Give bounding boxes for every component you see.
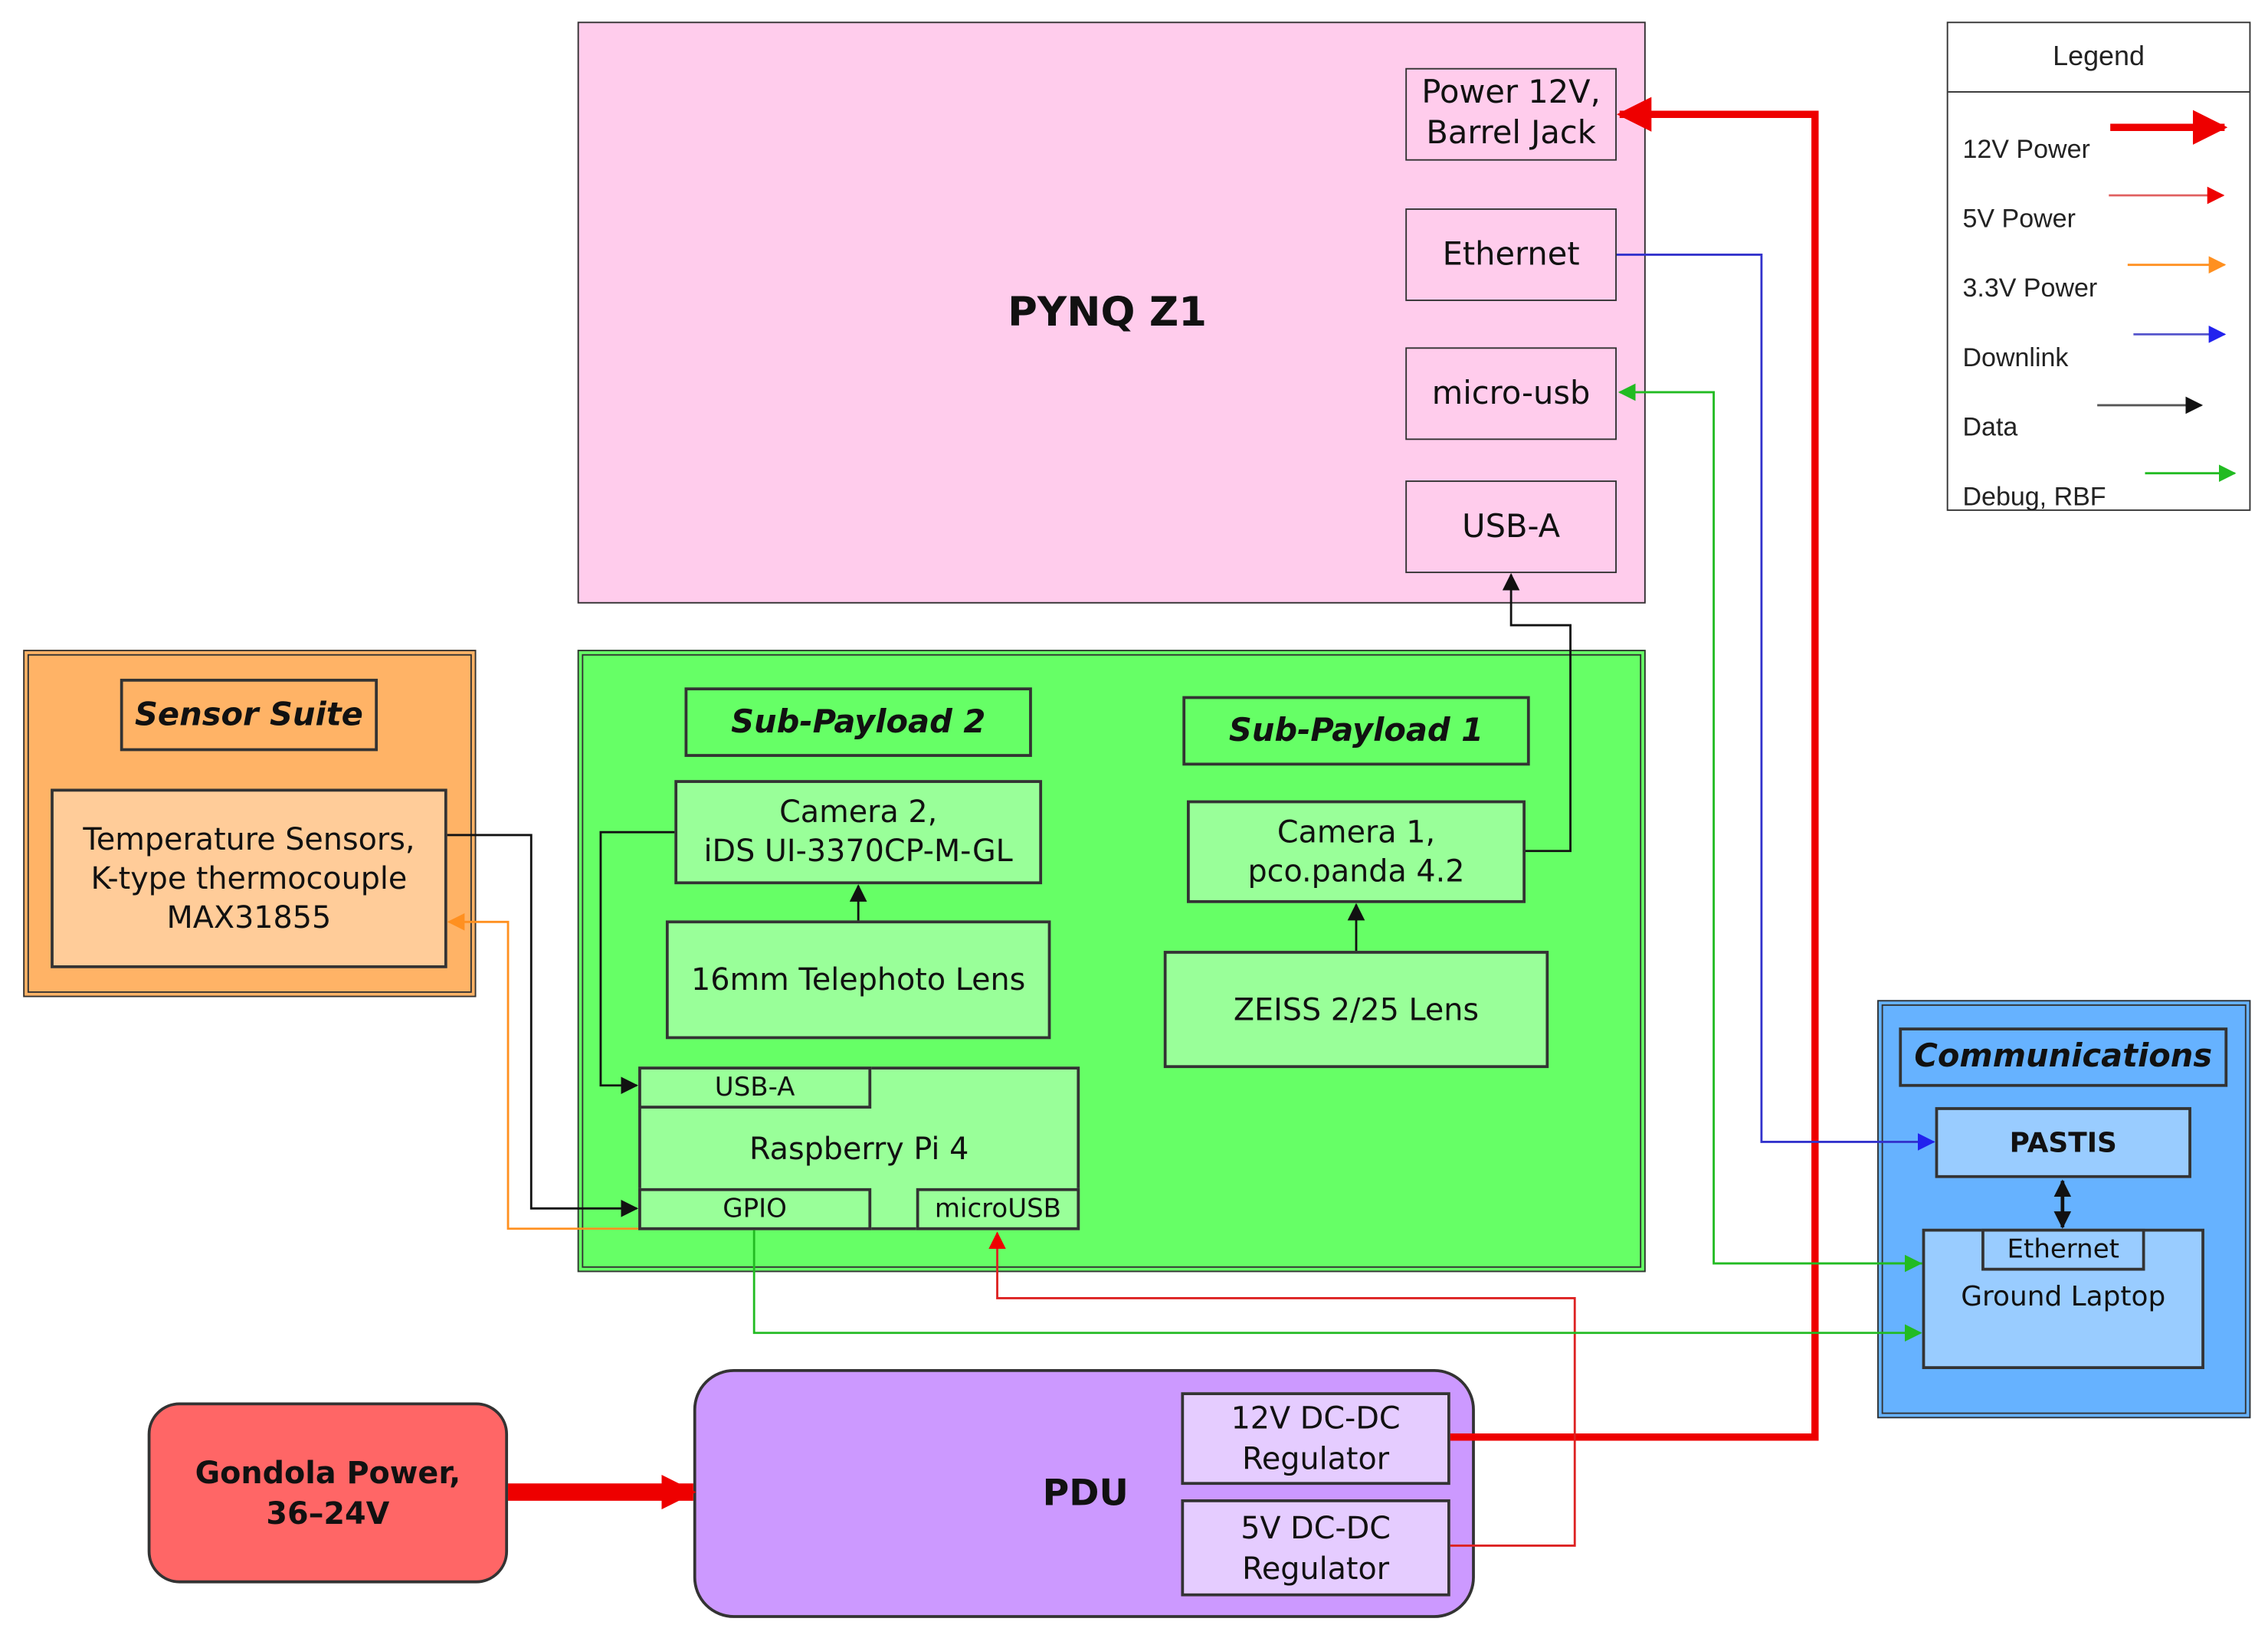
laptop-ethernet-port: Ethernet bbox=[1981, 1228, 2145, 1271]
pdu-label: PDU bbox=[1042, 1471, 1129, 1513]
communications-title: Communications bbox=[1899, 1027, 2228, 1087]
wire-data-camera2-to-rpi bbox=[599, 830, 675, 1095]
wire-data-sensors-to-gpio bbox=[447, 834, 639, 1217]
regulator-5v: 5V DC-DC Regulator bbox=[1181, 1499, 1450, 1597]
regulator-12v: 12V DC-DC Regulator bbox=[1181, 1392, 1450, 1486]
wire-5v-to-rpi-microusb bbox=[988, 1231, 1576, 1547]
pynq-ethernet-port: Ethernet bbox=[1405, 208, 1617, 301]
legend-label-data: Data bbox=[1962, 412, 2018, 442]
pynq-title: PYNQ Z1 bbox=[1008, 287, 1208, 336]
camera-1: Camera 1, pco.panda 4.2 bbox=[1186, 800, 1526, 903]
wire-downlink-ethernet-to-pastis bbox=[1617, 254, 1935, 1151]
zeiss-lens: ZEISS 2/25 Lens bbox=[1163, 951, 1549, 1069]
rpi-usba-port: USB-A bbox=[638, 1066, 872, 1109]
legend-label-3v3-power: 3.3V Power bbox=[1962, 274, 2098, 303]
legend-title: Legend bbox=[1948, 23, 2250, 93]
telephoto-lens: 16mm Telephoto Lens bbox=[665, 920, 1051, 1040]
legend-swatches bbox=[2097, 110, 2237, 483]
temperature-sensors: Temperature Sensors, K-type thermocouple… bbox=[51, 788, 447, 968]
wire-3v3-gpio-to-sensors bbox=[447, 912, 639, 1230]
pynq-microusb-port: micro-usb bbox=[1405, 347, 1617, 441]
sub-payload-2-title: Sub-Payload 2 bbox=[684, 687, 1032, 757]
camera-2: Camera 2, iDS UI-3370CP-M-GL bbox=[674, 780, 1043, 885]
sensor-suite-title: Sensor Suite bbox=[120, 678, 379, 752]
rpi-microusb-port: microUSB bbox=[916, 1188, 1080, 1230]
rpi-gpio-port: GPIO bbox=[638, 1188, 872, 1230]
wire-camera1-to-pynq-usba bbox=[1502, 573, 1572, 853]
sub-payload-1-title: Sub-Payload 1 bbox=[1182, 696, 1530, 766]
legend-label-downlink: Downlink bbox=[1962, 342, 2069, 372]
pynq-power-port: Power 12V, Barrel Jack bbox=[1405, 67, 1617, 161]
wire-debug-laptop-to-pynq bbox=[1617, 383, 1922, 1265]
wire-12v-to-pynq-power bbox=[1450, 97, 1819, 1441]
wire-debug-gpio-to-laptop bbox=[752, 1230, 1922, 1342]
legend-label-12v-power: 12V Power bbox=[1962, 134, 2090, 164]
gondola-power: Gondola Power, 36–24V bbox=[147, 1402, 509, 1584]
legend: Legend 12V Power 5V Power 3.3V Power Dow… bbox=[1946, 21, 2251, 511]
legend-label-debug-rbf: Debug, RBF bbox=[1962, 482, 2106, 511]
legend-label-5v-power: 5V Power bbox=[1962, 204, 2076, 234]
pynq-usba-port: USB-A bbox=[1405, 480, 1617, 574]
pastis: PASTIS bbox=[1935, 1107, 2191, 1178]
